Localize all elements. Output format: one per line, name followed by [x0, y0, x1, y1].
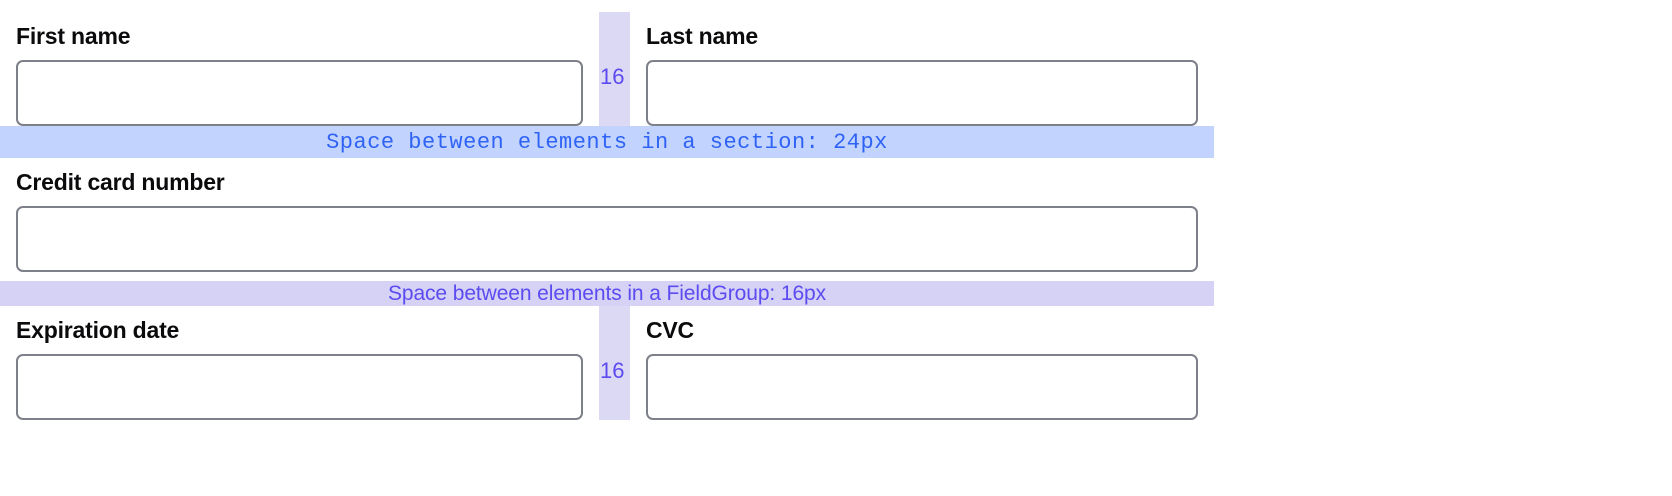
- first-name-field-group: First name: [0, 12, 599, 126]
- last-name-field-group: Last name: [630, 12, 1214, 126]
- gap-size-label: 16: [600, 64, 625, 89]
- mid-spacer: [0, 272, 1214, 281]
- cvc-input[interactable]: [646, 354, 1198, 420]
- last-name-input[interactable]: [646, 60, 1198, 126]
- horizontal-gap-strip-expiry-row: 16: [599, 306, 630, 420]
- horizontal-gap-strip-name-row: 16: [599, 12, 630, 126]
- credit-card-number-label: Credit card number: [16, 169, 225, 195]
- first-name-label: First name: [16, 23, 131, 49]
- expiration-date-label: Expiration date: [16, 317, 180, 343]
- section-spacing-annotation-band: Space between elements in a section: 24p…: [0, 126, 1214, 158]
- credit-card-number-input[interactable]: [16, 206, 1198, 272]
- credit-card-field-group: Credit card number: [0, 158, 1214, 272]
- name-row: First name 16 Last name: [0, 12, 1214, 126]
- top-spacer: [0, 0, 1214, 12]
- cvc-field-group: CVC: [630, 306, 1214, 420]
- expiry-cvc-row: Expiration date 16 CVC: [0, 306, 1214, 420]
- fieldgroup-spacing-annotation-band: Space between elements in a FieldGroup: …: [0, 281, 1214, 306]
- last-name-label: Last name: [646, 23, 758, 49]
- expiration-date-field-group: Expiration date: [0, 306, 599, 420]
- first-name-input[interactable]: [16, 60, 583, 126]
- expiration-date-input[interactable]: [16, 354, 583, 420]
- checkout-form: First name 16 Last name Space between el…: [0, 0, 1214, 420]
- credit-card-row: Credit card number: [0, 158, 1214, 272]
- cvc-label: CVC: [646, 317, 694, 343]
- gap-size-label: 16: [600, 358, 625, 383]
